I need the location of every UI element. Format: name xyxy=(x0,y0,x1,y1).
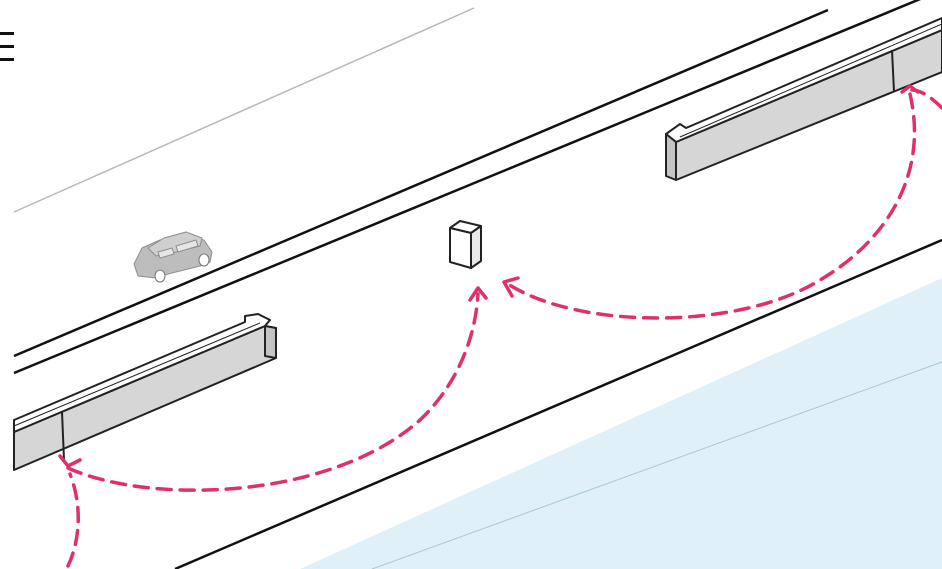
menu-bar-top xyxy=(0,32,14,35)
hamburger-menu-icon[interactable] xyxy=(0,32,16,66)
menu-bar-bottom xyxy=(0,58,14,61)
arrow-bottom-to-wall-left xyxy=(66,472,80,568)
far-street-line xyxy=(13,7,475,213)
arrowhead-box-right xyxy=(502,276,520,298)
promenade-edge-lower xyxy=(174,238,942,569)
car-icon xyxy=(133,231,213,283)
road-edge-middle xyxy=(13,0,922,375)
arrowhead-left-wall xyxy=(58,454,82,468)
road-edge-upper xyxy=(13,8,829,358)
arrowhead-box-bottom xyxy=(468,286,488,302)
wall-left xyxy=(13,313,277,471)
arrow-wall-right-to-box xyxy=(506,92,917,320)
arrowhead-right-wall xyxy=(900,84,920,94)
water-area xyxy=(300,278,942,569)
arrow-wall-left-to-box xyxy=(66,292,480,492)
wall-right xyxy=(665,17,942,181)
menu-bar-middle xyxy=(0,45,14,48)
arrowheads xyxy=(58,84,920,468)
bench-box-icon xyxy=(449,220,482,269)
water-edge-line xyxy=(371,361,942,569)
